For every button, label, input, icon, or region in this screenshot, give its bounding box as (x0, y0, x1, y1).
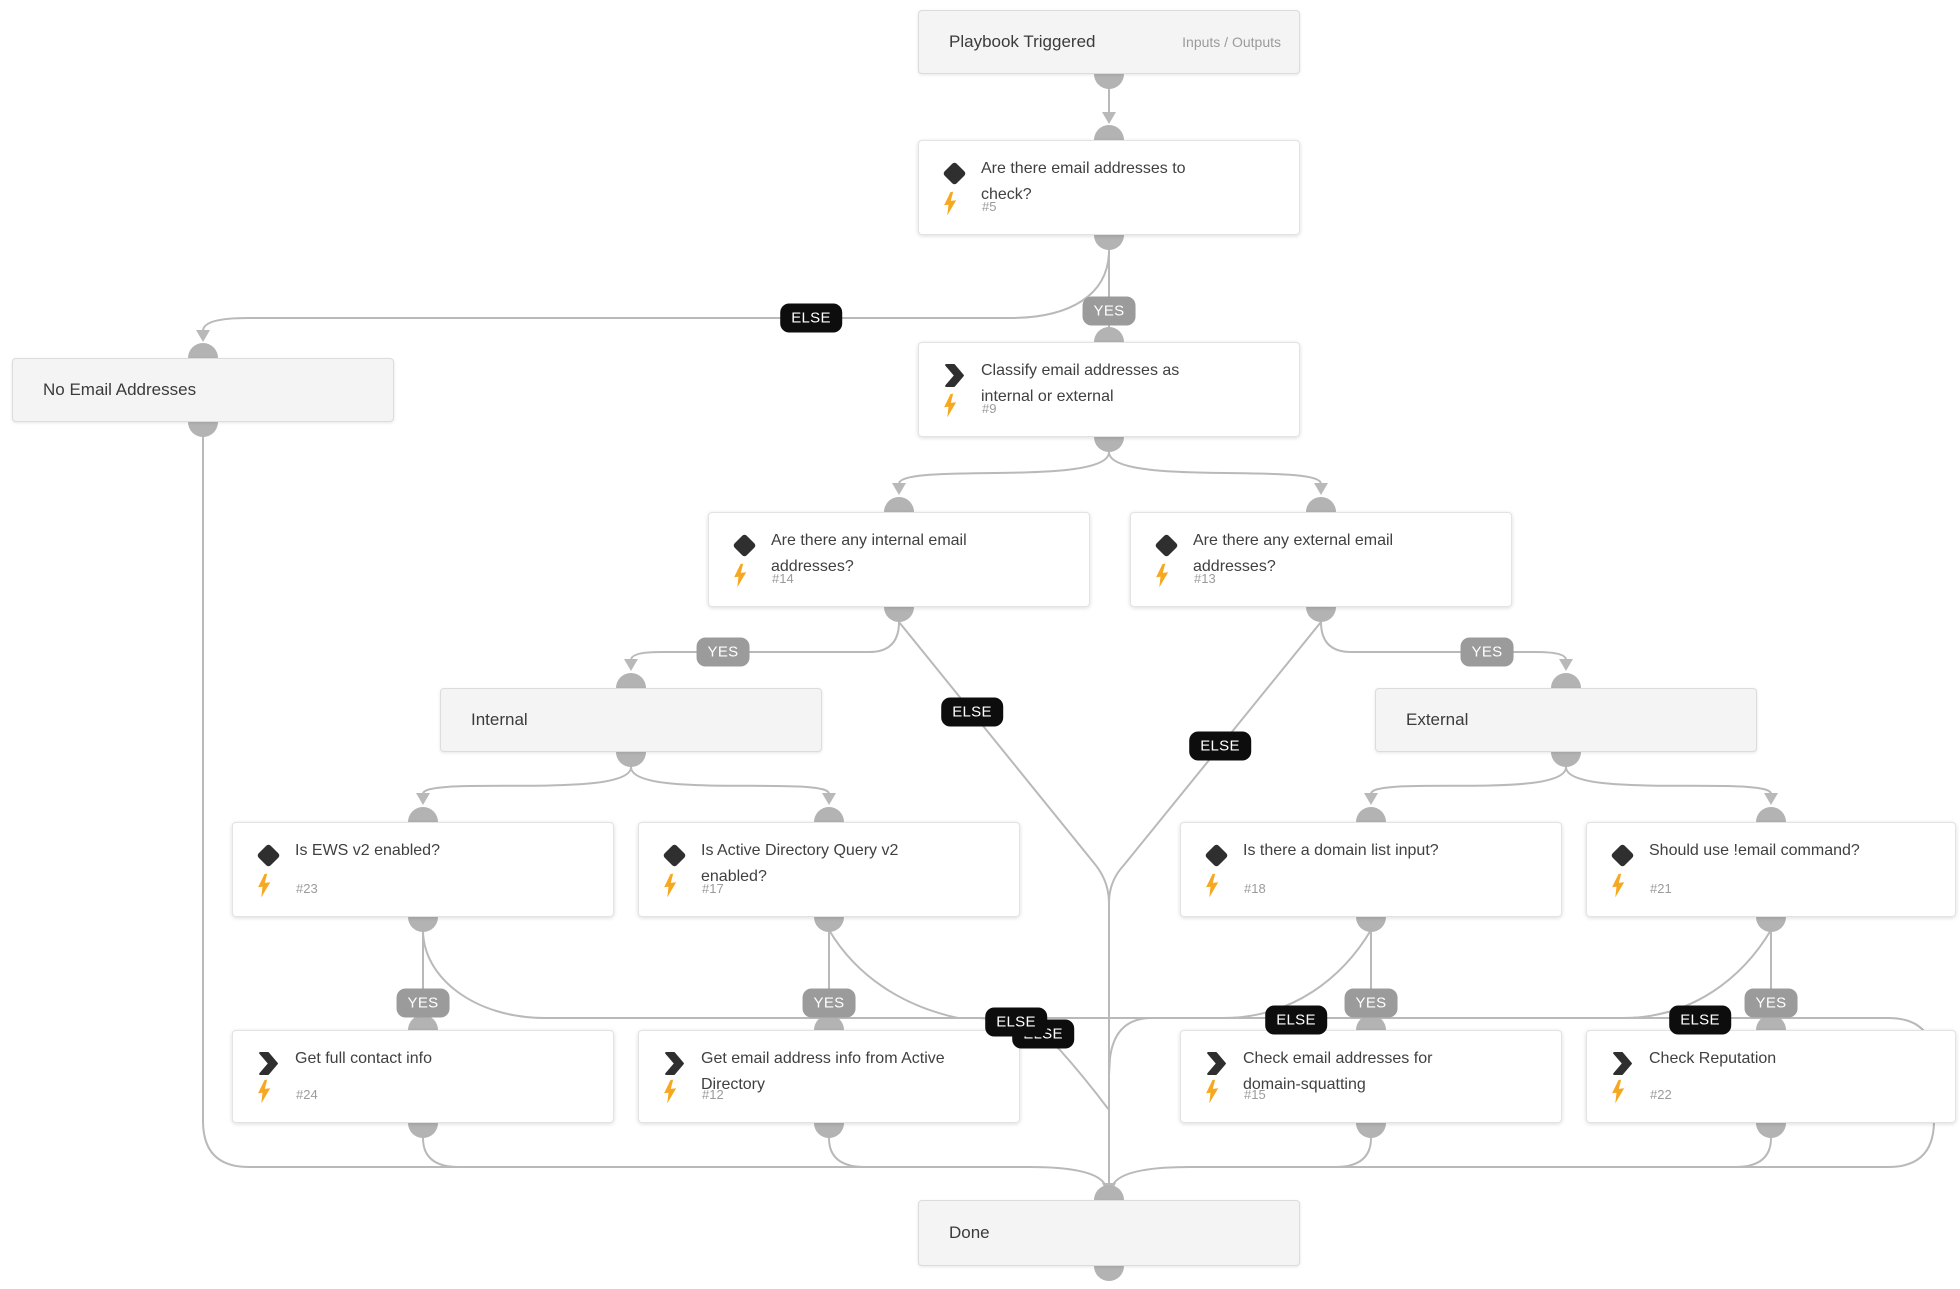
task-id: #12 (702, 1087, 724, 1102)
edge-label-yes: YES (696, 637, 750, 667)
node-title: Done (949, 1223, 990, 1242)
node-title: Is Active Directory Query v2 enabled? (701, 842, 899, 885)
edge-label-yes: YES (1344, 988, 1398, 1018)
node-condition-18[interactable]: Is there a domain list input? #18 (1180, 822, 1562, 917)
node-done[interactable]: Done (918, 1200, 1300, 1266)
node-playbook-triggered[interactable]: Playbook Triggered Inputs / Outputs (918, 10, 1300, 74)
node-condition-5[interactable]: Are there email addresses to check? #5 (918, 140, 1300, 235)
task-chevron-icon (1205, 1052, 1226, 1080)
node-title: External (1406, 710, 1469, 729)
automation-bolt-icon (1204, 1079, 1222, 1108)
node-title: Check email addresses for domain-squatti… (1243, 1050, 1433, 1093)
condition-diamond-icon (732, 533, 757, 558)
edge-label-yes: YES (396, 988, 450, 1018)
node-external-section[interactable]: External (1375, 688, 1757, 752)
node-internal-section[interactable]: Internal (440, 688, 822, 752)
node-title: Playbook Triggered (949, 32, 1096, 51)
node-title: Is there a domain list input? (1243, 842, 1439, 859)
edge-label-else: ELSE (985, 1007, 1047, 1037)
task-id: #22 (1650, 1087, 1672, 1102)
task-chevron-icon (943, 364, 964, 392)
node-title: Should use !email command? (1649, 842, 1860, 859)
node-title: Get full contact info (295, 1050, 432, 1067)
task-chevron-icon (1611, 1052, 1632, 1080)
task-chevron-icon (663, 1052, 684, 1080)
automation-bolt-icon (1154, 563, 1172, 592)
edge-label-else: ELSE (1265, 1005, 1327, 1035)
automation-bolt-icon (256, 1079, 274, 1108)
edge-label-else: ELSE (941, 697, 1003, 727)
task-id: #9 (982, 401, 997, 416)
automation-bolt-icon (942, 191, 960, 220)
condition-diamond-icon (1610, 843, 1635, 868)
node-no-email-addresses[interactable]: No Email Addresses (12, 358, 394, 422)
automation-bolt-icon (662, 1079, 680, 1108)
task-id: #23 (296, 881, 318, 896)
node-task-9[interactable]: Classify email addresses as internal or … (918, 342, 1300, 437)
node-condition-17[interactable]: Is Active Directory Query v2 enabled? #1… (638, 822, 1020, 917)
task-id: #15 (1244, 1087, 1266, 1102)
node-task-15[interactable]: Check email addresses for domain-squatti… (1180, 1030, 1562, 1123)
node-condition-23[interactable]: Is EWS v2 enabled? #23 (232, 822, 614, 917)
task-id: #18 (1244, 881, 1266, 896)
node-condition-14[interactable]: Are there any internal email addresses? … (708, 512, 1090, 607)
condition-diamond-icon (1204, 843, 1229, 868)
node-title: Are there any external email addresses? (1193, 532, 1394, 575)
edge-label-else: ELSE (1669, 1005, 1731, 1035)
node-task-24[interactable]: Get full contact info #24 (232, 1030, 614, 1123)
task-id: #17 (702, 881, 724, 896)
task-chevron-icon (257, 1052, 278, 1080)
node-title: Classify email addresses as internal or … (981, 362, 1180, 405)
node-task-12[interactable]: Get email address info from Active Direc… (638, 1030, 1020, 1123)
automation-bolt-icon (256, 873, 274, 902)
task-id: #14 (772, 571, 794, 586)
node-title: Are there email addresses to check? (981, 160, 1186, 203)
node-title: Are there any internal email addresses? (771, 532, 967, 575)
condition-diamond-icon (942, 161, 967, 186)
automation-bolt-icon (662, 873, 680, 902)
edge-label-yes: YES (1460, 637, 1514, 667)
node-condition-13[interactable]: Are there any external email addresses? … (1130, 512, 1512, 607)
node-title: Internal (471, 710, 528, 729)
node-condition-21[interactable]: Should use !email command? #21 (1586, 822, 1956, 917)
inputs-outputs-link[interactable]: Inputs / Outputs (1182, 34, 1281, 50)
condition-diamond-icon (256, 843, 281, 868)
edge-label-yes: YES (1082, 296, 1136, 326)
node-task-22[interactable]: Check Reputation #22 (1586, 1030, 1956, 1123)
automation-bolt-icon (1610, 1079, 1628, 1108)
condition-diamond-icon (1154, 533, 1179, 558)
task-id: #13 (1194, 571, 1216, 586)
task-id: #24 (296, 1087, 318, 1102)
edge-label-yes: YES (1744, 988, 1798, 1018)
automation-bolt-icon (942, 393, 960, 422)
automation-bolt-icon (1610, 873, 1628, 902)
automation-bolt-icon (732, 563, 750, 592)
edge-label-else: ELSE (1189, 731, 1251, 761)
node-title: No Email Addresses (43, 380, 197, 399)
node-title: Check Reputation (1649, 1050, 1777, 1067)
node-title: Is EWS v2 enabled? (295, 842, 440, 859)
task-id: #21 (1650, 881, 1672, 896)
task-id: #5 (982, 199, 997, 214)
condition-diamond-icon (662, 843, 687, 868)
node-title: Get email address info from Active Direc… (701, 1050, 945, 1093)
edge-label-else: ELSE (780, 303, 842, 333)
automation-bolt-icon (1204, 873, 1222, 902)
edge-label-yes: YES (802, 988, 856, 1018)
